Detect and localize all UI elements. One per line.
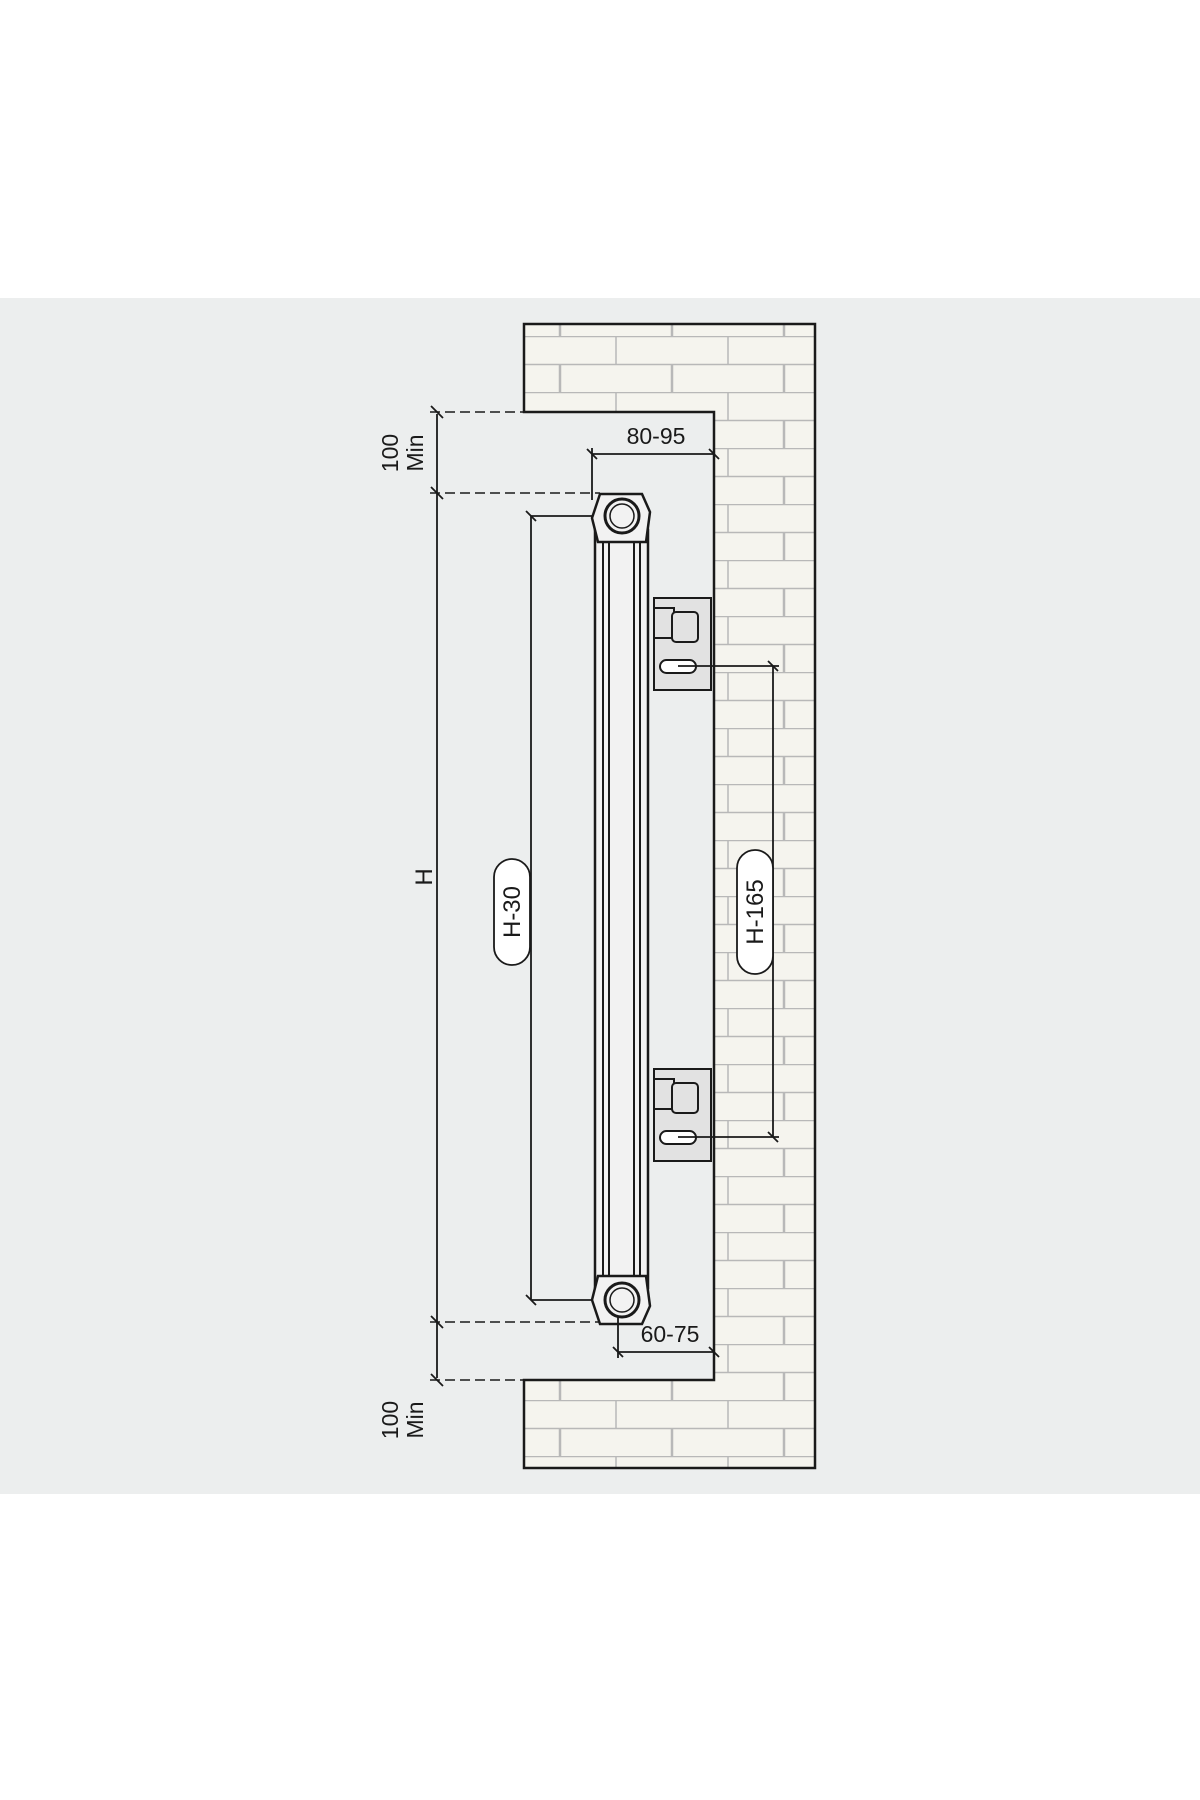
pipe-spacing-label-box (493, 858, 531, 966)
top-min-unit-label: Min (402, 434, 428, 471)
bottom-min-unit-label: Min (402, 1401, 428, 1438)
bracket-spacing-label-box (736, 849, 774, 975)
pipe-connection-icon (603, 497, 641, 1319)
bracket-spacing-label: H-165 (742, 879, 769, 944)
top-depth-label: 80-95 (627, 423, 686, 449)
bottom-min-value-label: 100 (377, 1401, 403, 1439)
extension-lines (430, 411, 600, 1381)
height-dimension (430, 405, 444, 1387)
wall-bracket-icon (653, 597, 712, 1162)
top-depth-dimension (586, 448, 720, 500)
bottom-depth-label: 60-75 (641, 1321, 700, 1347)
height-label: H (411, 868, 438, 885)
radiator-icon (590, 492, 652, 1326)
top-min-value-label: 100 (377, 434, 403, 472)
pipe-spacing-label: H-30 (499, 886, 526, 938)
bottom-depth-dimension (612, 1316, 720, 1358)
